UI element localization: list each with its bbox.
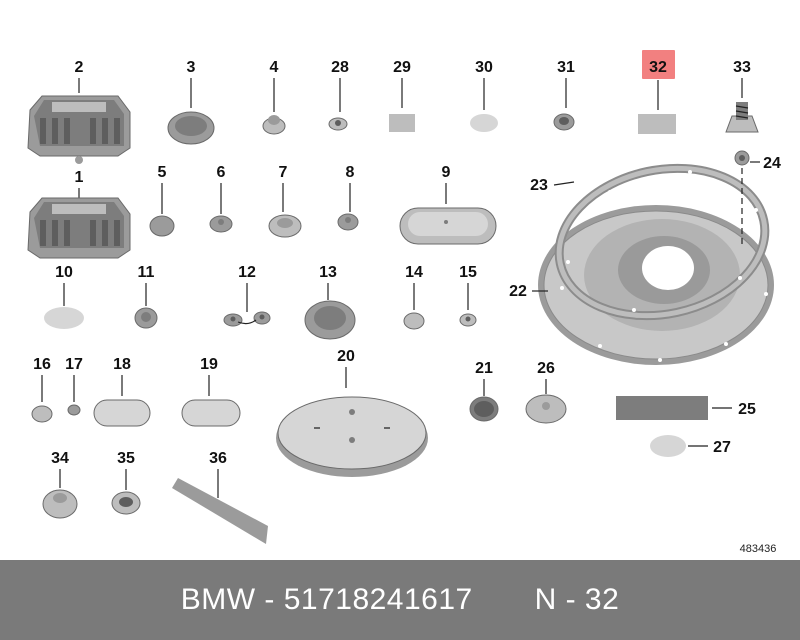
label-22: 22	[509, 283, 527, 300]
label-4: 4	[270, 59, 279, 76]
reference-number: 483436	[740, 543, 777, 555]
label-30: 30	[475, 59, 493, 76]
label-27: 27	[713, 439, 731, 456]
label-10: 10	[55, 264, 73, 281]
part-30[interactable]: 30	[470, 59, 498, 132]
part-26[interactable]: 26	[525, 360, 567, 424]
part-27[interactable]: 27	[650, 435, 731, 457]
part-14[interactable]: 14	[403, 264, 425, 330]
part-32[interactable]: 32	[638, 50, 676, 134]
label-24: 24	[763, 155, 781, 172]
label-33: 33	[733, 59, 751, 76]
label-15: 15	[459, 264, 477, 281]
part-34[interactable]: 34	[42, 450, 78, 519]
label-21: 21	[475, 360, 493, 377]
part-28[interactable]: 28	[328, 59, 349, 131]
part-6[interactable]: 6	[209, 164, 233, 233]
part-22[interactable]: 22	[509, 205, 774, 365]
part-20[interactable]: 20	[276, 348, 428, 477]
part-18[interactable]: 18	[93, 356, 151, 427]
footer-gap	[473, 583, 535, 617]
part-9[interactable]: 9	[399, 164, 497, 245]
label-2: 2	[75, 59, 84, 76]
label-6: 6	[217, 164, 226, 181]
label-14: 14	[405, 264, 423, 281]
label-3: 3	[187, 59, 196, 76]
label-29: 29	[393, 59, 411, 76]
label-8: 8	[346, 164, 355, 181]
part-1[interactable]: 1	[27, 169, 131, 259]
footer-bar: BMW - 51718241617 N - 32	[0, 560, 800, 640]
label-17: 17	[65, 356, 83, 373]
label-11: 11	[138, 264, 155, 281]
part-16[interactable]: 16	[31, 356, 53, 423]
footer-part-number: 51718241617	[283, 583, 473, 616]
label-19: 19	[200, 356, 218, 373]
footer-position: N - 32	[534, 583, 620, 616]
label-13: 13	[319, 264, 337, 281]
part-5[interactable]: 5	[149, 164, 175, 237]
part-17[interactable]: 17	[65, 356, 83, 416]
part-7[interactable]: 7	[268, 164, 302, 238]
label-36: 36	[209, 450, 227, 467]
part-13[interactable]: 13	[304, 264, 356, 340]
label-9: 9	[442, 164, 451, 181]
part-15[interactable]: 15	[459, 264, 477, 327]
label-31: 31	[557, 59, 575, 76]
label-5: 5	[158, 164, 167, 181]
part-33[interactable]: 33	[725, 59, 759, 133]
label-12: 12	[238, 264, 256, 281]
part-2[interactable]: 2	[27, 59, 131, 164]
label-20: 20	[337, 348, 355, 365]
footer-separator: -	[255, 583, 284, 616]
label-32: 32	[649, 59, 667, 76]
label-35: 35	[117, 450, 135, 467]
parts-diagram: 2 1 3 4 28 29	[27, 50, 781, 555]
label-7: 7	[279, 164, 288, 181]
part-19[interactable]: 19	[181, 356, 241, 427]
part-3[interactable]: 3	[167, 59, 215, 145]
highlight-box-32	[642, 50, 675, 79]
label-18: 18	[113, 356, 131, 373]
part-8[interactable]: 8	[337, 164, 359, 231]
part-31[interactable]: 31	[553, 59, 575, 131]
label-16: 16	[33, 356, 51, 373]
part-36[interactable]: 36	[172, 450, 268, 544]
part-12[interactable]: 12	[223, 264, 271, 327]
label-28: 28	[331, 59, 349, 76]
part-4[interactable]: 4	[262, 59, 286, 135]
part-11[interactable]: 11	[134, 264, 158, 329]
part-21[interactable]: 21	[469, 360, 499, 422]
footer-brand: BMW	[180, 583, 256, 616]
label-34: 34	[51, 450, 69, 467]
label-25: 25	[738, 401, 756, 418]
part-24[interactable]: 24	[734, 150, 781, 246]
label-23: 23	[530, 177, 548, 194]
label-26: 26	[537, 360, 555, 377]
part-29[interactable]: 29	[389, 59, 415, 132]
part-10[interactable]: 10	[44, 264, 84, 329]
part-35[interactable]: 35	[111, 450, 141, 515]
part-23[interactable]: 23	[530, 150, 779, 334]
part-25[interactable]: 25	[616, 396, 756, 420]
label-1: 1	[75, 169, 84, 186]
